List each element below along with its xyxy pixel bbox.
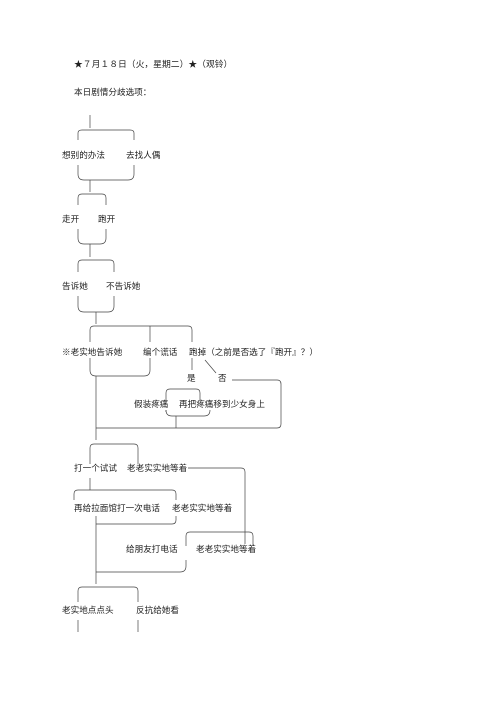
choice-4-yes-a: 假装疼痛 — [134, 400, 169, 410]
choice-3-right: 不告诉她 — [106, 282, 141, 292]
choice-4-b: 编个谎话 — [143, 348, 178, 358]
section-title: ★７月１８日（火，星期二）★（观铃） — [74, 60, 233, 70]
choice-1-right: 去找人偶 — [126, 151, 161, 161]
choice-5-a-alt: 老老实实地等着 — [127, 464, 188, 474]
choice-5-c-alt: 老老实实地等着 — [196, 545, 257, 555]
section-subtitle: 本日剧情分歧选项： — [74, 88, 152, 98]
choice-2-left: 走开 — [62, 215, 80, 225]
choice-3-left: 告诉她 — [62, 282, 88, 292]
branch-yes: 是 — [187, 374, 196, 384]
choice-6-right: 反抗给她看 — [136, 606, 179, 616]
choice-1-left: 想别的办法 — [62, 151, 105, 161]
branch-no: 否 — [218, 374, 227, 384]
choice-5-c: 给朋友打电话 — [126, 545, 178, 555]
choice-5-a: 打一个试试 — [74, 464, 117, 474]
choice-4-yes-b: 再把疼痛移到少女身上 — [179, 400, 265, 410]
choice-2-right: 跑开 — [98, 215, 116, 225]
choice-4-a: ※老实地告诉她 — [62, 348, 123, 358]
choice-6-left: 老实地点点头 — [62, 606, 114, 616]
choice-5-b-alt: 老老实实地等着 — [172, 504, 233, 514]
choice-4-c: 跑掉（之前是否选了『跑开』？） — [189, 348, 318, 358]
choice-5-b: 再给拉面馆打一次电话 — [74, 504, 160, 514]
